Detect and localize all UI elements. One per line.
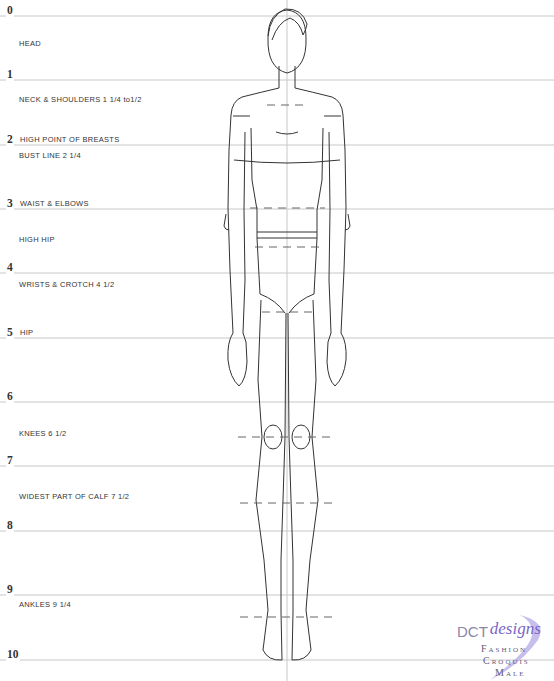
grid-number: 3 bbox=[6, 197, 14, 210]
part-label: ANKLES 9 1/4 bbox=[18, 601, 72, 609]
grid-number: 8 bbox=[6, 519, 14, 532]
measure-dashes bbox=[238, 105, 336, 617]
grid-number: 2 bbox=[6, 133, 14, 146]
grid-number: 5 bbox=[6, 326, 14, 339]
grid-number: 10 bbox=[6, 648, 20, 661]
part-label: HIP bbox=[19, 329, 34, 337]
logo-subtitle: Male bbox=[494, 667, 527, 678]
logo-subtitle: Fashion bbox=[480, 643, 528, 654]
part-label: KNEES 6 1/2 bbox=[18, 430, 68, 438]
part-label: HIGH HIP bbox=[18, 236, 56, 244]
grid-number: 1 bbox=[6, 68, 14, 81]
grid-number: 4 bbox=[6, 261, 14, 274]
part-label: HEAD bbox=[18, 40, 42, 48]
figure-outline bbox=[224, 9, 350, 660]
logo-script: designs bbox=[489, 620, 542, 639]
grid-number: 7 bbox=[6, 454, 14, 467]
part-label: HIGH POINT OF BREASTS bbox=[19, 136, 121, 144]
part-label: WIDEST PART OF CALF 7 1/2 bbox=[18, 493, 130, 501]
part-label: WRISTS & CROTCH 4 1/2 bbox=[18, 281, 115, 289]
grid-number: 6 bbox=[6, 390, 14, 403]
part-label: NECK & SHOULDERS 1 1/4 to1/2 bbox=[18, 96, 143, 104]
grid-number: 9 bbox=[6, 583, 14, 596]
logo-subtitle: Croquis bbox=[482, 655, 531, 666]
part-label: WAIST & ELBOWS bbox=[19, 200, 90, 208]
part-label: BUST LINE 2 1/4 bbox=[18, 152, 82, 160]
grid-number: 0 bbox=[6, 4, 14, 17]
logo-text: DCT bbox=[456, 624, 489, 641]
